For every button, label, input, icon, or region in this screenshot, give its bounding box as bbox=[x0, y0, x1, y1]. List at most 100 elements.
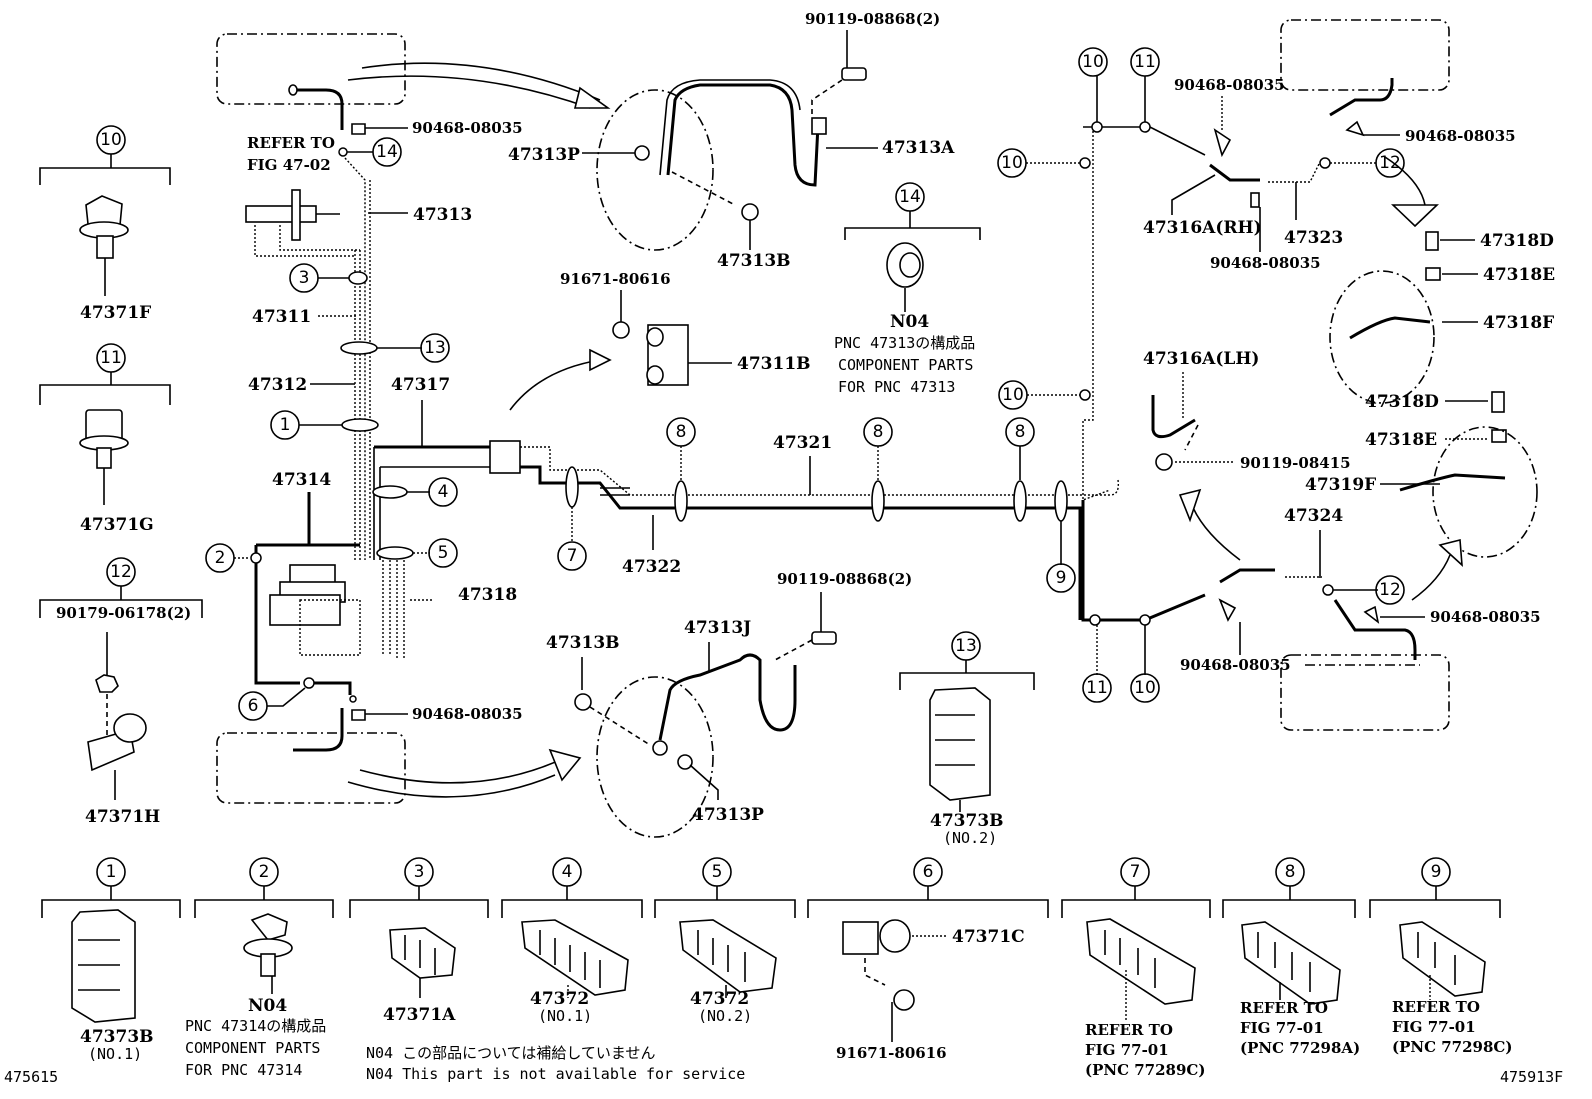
part-47373B-no1[interactable]: 47373B bbox=[80, 1027, 154, 1047]
part-47316A-RH[interactable]: 47316A(RH) bbox=[1143, 218, 1262, 238]
clip-group-11: 11 47371G bbox=[39, 343, 171, 535]
part-47311B[interactable]: 47311B bbox=[737, 354, 811, 374]
callout-11: 11 bbox=[100, 348, 122, 368]
bracket-line bbox=[39, 154, 171, 185]
part-90468-08035-r5[interactable]: 90468-08035 bbox=[1180, 656, 1291, 674]
callout-8b: 8 bbox=[873, 422, 884, 442]
part-47371F[interactable]: 47371F bbox=[80, 303, 151, 323]
part-47313J[interactable]: 47313J bbox=[684, 618, 751, 638]
part-N04-clip[interactable]: N04 bbox=[248, 996, 287, 1016]
fig-47-02-link[interactable]: FIG 47-02 bbox=[247, 156, 331, 174]
part-90468-08035-r3[interactable]: 90468-08035 bbox=[1405, 127, 1516, 145]
callout-14b: 14 bbox=[899, 187, 921, 207]
part-47371G[interactable]: 47371G bbox=[80, 515, 154, 535]
bolt-47313B-icon bbox=[741, 203, 759, 221]
part-47373B-no2[interactable]: 47373B bbox=[930, 811, 1004, 831]
part-47311[interactable]: 47311 bbox=[252, 307, 311, 327]
clip-90468-icon bbox=[351, 709, 366, 721]
callout-b6: 6 bbox=[923, 862, 934, 882]
callout-b1: 1 bbox=[106, 862, 117, 882]
lower-right-dotted-box bbox=[1280, 654, 1450, 731]
bottom-item-9: 9 REFER TO FIG 77-01 (PNC 77298C) bbox=[1369, 857, 1512, 1056]
detail-circle-lower bbox=[596, 676, 714, 838]
bottom-item-4: 4 47372 (NO.1) bbox=[501, 857, 643, 1025]
bolt-icon bbox=[893, 989, 915, 1011]
part-90179-06178[interactable]: 90179-06178(2) bbox=[56, 604, 191, 622]
fig-77-01-link-b[interactable]: FIG 77-01 bbox=[1240, 1019, 1324, 1037]
part-47313P-upper[interactable]: 47313P bbox=[508, 145, 580, 165]
callout-8: 8 bbox=[676, 422, 687, 442]
pnc-77298A[interactable]: (PNC 77298A) bbox=[1240, 1039, 1360, 1057]
part-47313[interactable]: 47313 bbox=[413, 205, 472, 225]
arrow-upper bbox=[361, 62, 601, 101]
part-90468-08035-top[interactable]: 90468-08035 bbox=[412, 119, 523, 137]
fig-77-01-link-c[interactable]: FIG 77-01 bbox=[1392, 1018, 1476, 1036]
part-47318D-upper[interactable]: 47318D bbox=[1480, 231, 1554, 251]
part-47324[interactable]: 47324 bbox=[1284, 506, 1343, 526]
clip-90468-icon bbox=[1250, 192, 1260, 208]
part-47371H[interactable]: 47371H bbox=[85, 807, 160, 827]
part-47319F[interactable]: 47319F bbox=[1305, 475, 1376, 495]
callout-4-icon bbox=[428, 477, 458, 507]
part-47312[interactable]: 47312 bbox=[248, 375, 307, 395]
part-47314[interactable]: 47314 bbox=[272, 470, 331, 490]
callout-7: 7 bbox=[567, 546, 578, 566]
callout-10-r3: 10 bbox=[1002, 385, 1024, 405]
part-90119-08415[interactable]: 90119-08415 bbox=[1240, 454, 1351, 472]
bracket-47311B-icon bbox=[646, 324, 689, 386]
part-47371A[interactable]: 47371A bbox=[383, 1005, 456, 1025]
part-47318E-upper[interactable]: 47318E bbox=[1483, 265, 1555, 285]
hose-47318F bbox=[1349, 316, 1431, 340]
arrow-head-icon bbox=[1391, 204, 1439, 228]
bottom-item-1: 1 47373B (NO.1) bbox=[41, 857, 181, 1063]
arrow-down bbox=[1384, 156, 1426, 206]
part-91671-80616-lower[interactable]: 91671-80616 bbox=[836, 1044, 947, 1062]
part-47317[interactable]: 47317 bbox=[391, 375, 450, 395]
part-47318[interactable]: 47318 bbox=[458, 585, 517, 605]
footnote-jp: N04 この部品については補給していません bbox=[366, 1044, 655, 1062]
part-47313A[interactable]: 47313A bbox=[882, 138, 955, 158]
part-N04-grommet[interactable]: N04 bbox=[890, 312, 929, 332]
part-90468-08035-r1[interactable]: 90468-08035 bbox=[1174, 76, 1285, 94]
part-90468-08035-r2[interactable]: 90468-08035 bbox=[1210, 254, 1321, 272]
part-90468-08035-bottom[interactable]: 90468-08035 bbox=[412, 705, 523, 723]
bolt-47318D-icon bbox=[1491, 391, 1505, 413]
line-47322 bbox=[520, 465, 1082, 620]
note-for-pnc-47314: FOR PNC 47314 bbox=[185, 1061, 302, 1079]
nut-47313P-icon bbox=[634, 145, 650, 161]
pipe-clip-icon bbox=[1241, 921, 1341, 1005]
note-jp-47313: PNC 47313の構成品 bbox=[834, 334, 975, 352]
washer-47318E-icon bbox=[1425, 267, 1441, 281]
part-47313P-lower[interactable]: 47313P bbox=[692, 805, 764, 825]
arrow-lower bbox=[359, 759, 561, 784]
callout-3: 3 bbox=[299, 268, 310, 288]
part-47318D-lower[interactable]: 47318D bbox=[1365, 392, 1439, 412]
part-47316A-LH[interactable]: 47316A(LH) bbox=[1143, 349, 1259, 369]
part-47313B-lower[interactable]: 47313B bbox=[546, 633, 620, 653]
part-90119-08868-lower[interactable]: 90119-08868(2) bbox=[777, 570, 912, 588]
detail-circle-right-lower bbox=[1432, 426, 1538, 558]
part-47372-no2[interactable]: 47372 bbox=[690, 989, 749, 1009]
part-47322[interactable]: 47322 bbox=[622, 557, 681, 577]
callout-13: 13 bbox=[424, 338, 446, 358]
part-47372-no1[interactable]: 47372 bbox=[530, 989, 589, 1009]
pnc-77289C[interactable]: (PNC 77289C) bbox=[1085, 1061, 1205, 1079]
part-47313B-upper[interactable]: 47313B bbox=[717, 251, 791, 271]
callout-9: 9 bbox=[1056, 568, 1067, 588]
pnc-77298C[interactable]: (PNC 77298C) bbox=[1392, 1038, 1512, 1056]
detail-circle-upper bbox=[596, 89, 714, 251]
part-47371C[interactable]: 47371C bbox=[952, 927, 1025, 947]
callout-9-icon bbox=[1046, 563, 1076, 593]
part-47318F[interactable]: 47318F bbox=[1483, 313, 1554, 333]
callout-12: 12 bbox=[110, 562, 132, 582]
part-91671-80616-upper[interactable]: 91671-80616 bbox=[560, 270, 671, 288]
bolt-icon bbox=[574, 693, 592, 711]
part-90468-08035-r4[interactable]: 90468-08035 bbox=[1430, 608, 1541, 626]
part-47321[interactable]: 47321 bbox=[773, 433, 832, 453]
part-47318E-lower[interactable]: 47318E bbox=[1365, 430, 1437, 450]
callout-11-r2: 11 bbox=[1086, 678, 1108, 698]
figure-code-left: 475615 bbox=[4, 1068, 58, 1086]
part-90119-08868-upper[interactable]: 90119-08868(2) bbox=[805, 10, 940, 28]
part-47323[interactable]: 47323 bbox=[1284, 228, 1343, 248]
fig-77-01-link-a[interactable]: FIG 77-01 bbox=[1085, 1041, 1169, 1059]
